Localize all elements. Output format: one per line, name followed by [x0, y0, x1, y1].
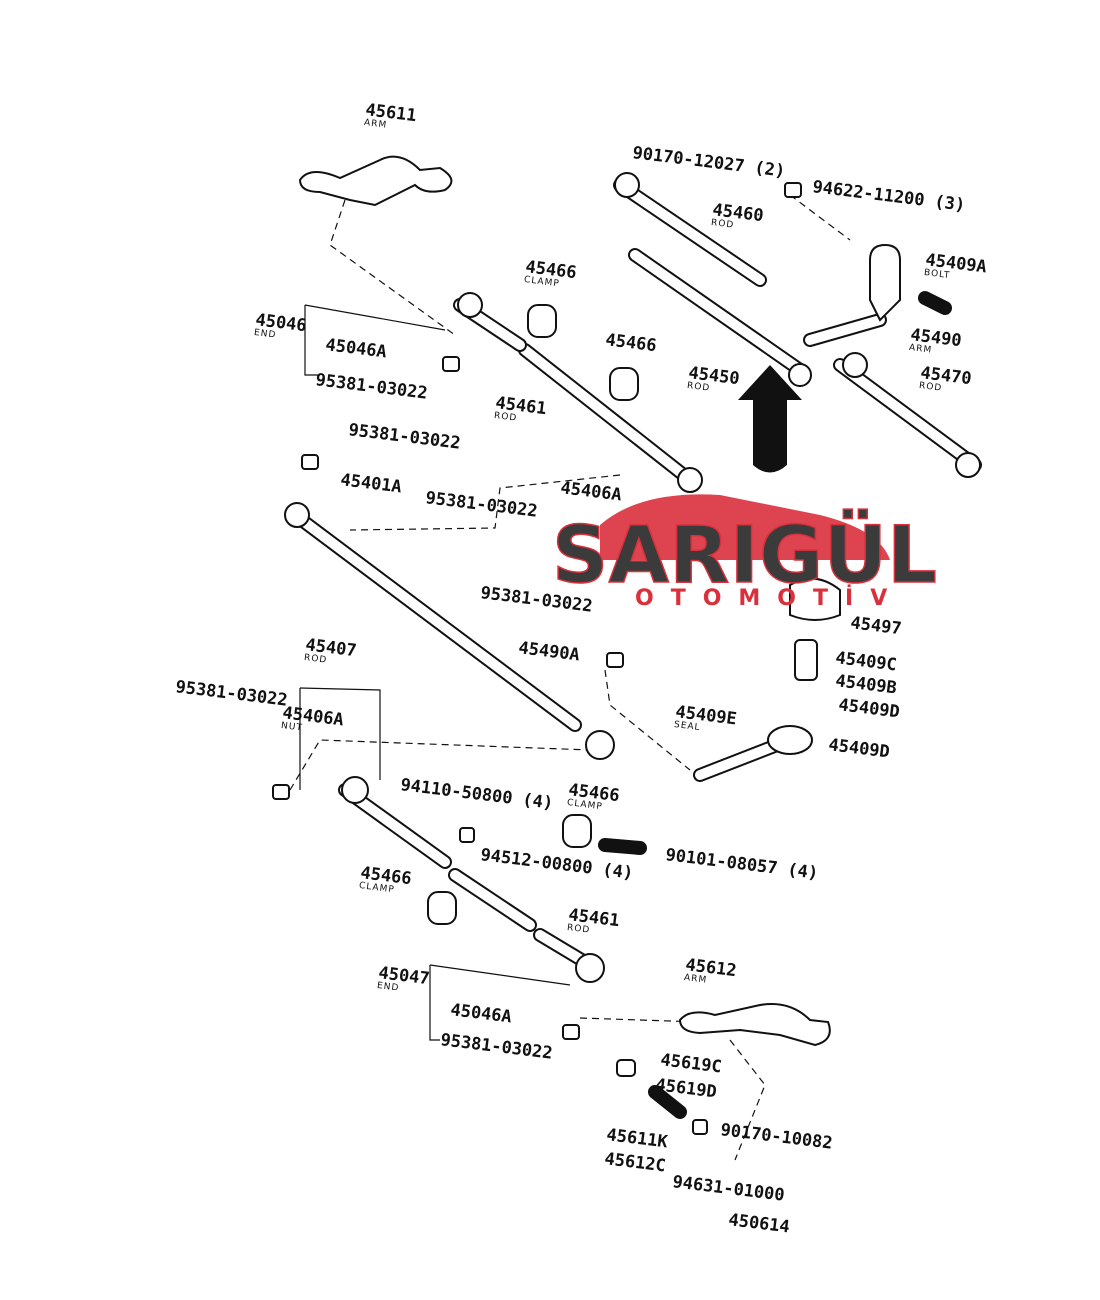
part-type: ROD: [710, 218, 734, 231]
part-label: 94110-50800 (4): [399, 775, 554, 814]
part-label: 45490A: [517, 638, 580, 665]
part-type: CLAMP: [358, 881, 395, 895]
part-label: 94631-01000: [671, 1172, 785, 1206]
brand-name: SARIGÜL: [552, 509, 937, 601]
part-label: 90170-10082: [719, 1120, 833, 1154]
part-label: 95381-03022: [174, 677, 288, 711]
part-number: 45409B: [834, 671, 897, 698]
part-label: 90101-08057 (4): [664, 845, 819, 884]
part-label: 45497: [849, 613, 902, 639]
part-type: ROD: [493, 411, 517, 424]
part-number: 45611K: [605, 1125, 669, 1152]
part-label: 450614: [727, 1210, 790, 1237]
part-type: END: [376, 981, 399, 994]
part-label: 45619C: [659, 1050, 722, 1077]
part-number: 95381-03022: [439, 1030, 553, 1064]
part-number: 90170-10082: [719, 1120, 833, 1154]
part-number: 45409D: [837, 695, 900, 722]
part-number: 90170-12027 (2): [631, 143, 786, 182]
part-number: 95381-03022: [314, 370, 428, 404]
part-label: 45401A: [339, 470, 402, 497]
part-label: 45409B: [834, 671, 897, 698]
part-type: ROD: [686, 381, 710, 394]
part-number: 45619C: [659, 1050, 722, 1077]
part-number: 45497: [849, 613, 902, 639]
part-label: 95381-03022: [347, 420, 461, 454]
part-type: ROD: [566, 923, 590, 936]
part-number: 45406A: [559, 478, 622, 505]
part-number: 45409D: [827, 735, 890, 762]
part-type: END: [253, 328, 276, 341]
part-type: ARM: [363, 118, 387, 131]
part-number: 45046A: [449, 1000, 512, 1027]
brand-tagline: OTOMOTİV: [635, 585, 904, 611]
part-label: 45409D: [837, 695, 900, 722]
part-type: ARM: [908, 343, 932, 356]
part-type: ROD: [303, 653, 327, 666]
part-label: 45612C: [603, 1149, 666, 1176]
part-number: 95381-03022: [347, 420, 461, 454]
part-number: 94631-01000: [671, 1172, 785, 1206]
part-number: 45466: [604, 330, 657, 356]
part-type: BOLT: [923, 268, 950, 281]
part-label: 94622-11200 (3): [811, 177, 966, 216]
part-number: 95381-03022: [174, 677, 288, 711]
brand-logo: SARIGÜL OTOMOTİV: [551, 494, 938, 611]
arrow-up-icon: [738, 365, 802, 473]
part-type: CLAMP: [523, 275, 560, 289]
part-number: 45401A: [339, 470, 402, 497]
part-label: 45466: [604, 330, 657, 356]
part-label: 45611K: [605, 1125, 669, 1152]
part-label: 45409D: [827, 735, 890, 762]
part-type: ROD: [918, 381, 942, 394]
part-number: 45046A: [324, 335, 387, 362]
part-label: 45046A: [324, 335, 387, 362]
part-number: 450614: [727, 1210, 790, 1237]
parts: [272, 155, 981, 1135]
part-type: NUT: [280, 721, 303, 734]
part-number: 94622-11200 (3): [811, 177, 966, 216]
part-label: 45046A: [449, 1000, 512, 1027]
part-number: 45490A: [517, 638, 580, 665]
part-number: 95381-03022: [424, 488, 538, 522]
part-type: ARM: [683, 973, 707, 986]
part-type: CLAMP: [566, 798, 603, 812]
part-label: 95381-03022: [314, 370, 428, 404]
part-label: 90170-12027 (2): [631, 143, 786, 182]
part-label: 95381-03022: [424, 488, 538, 522]
part-number: 94110-50800 (4): [399, 775, 554, 814]
part-label: 45406A: [559, 478, 622, 505]
part-number: 90101-08057 (4): [664, 845, 819, 884]
part-type: SEAL: [673, 720, 701, 733]
part-label: 95381-03022: [439, 1030, 553, 1064]
part-number: 45612C: [603, 1149, 666, 1176]
assembly-lines: [289, 194, 851, 1161]
